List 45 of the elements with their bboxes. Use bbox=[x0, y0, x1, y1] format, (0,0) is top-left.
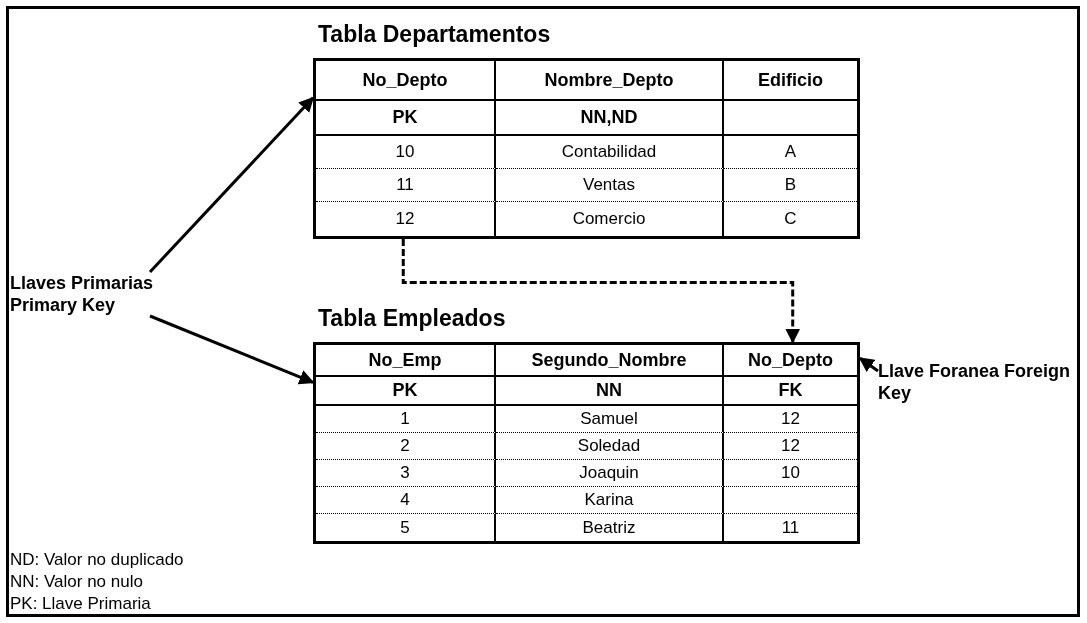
column-header: Edificio bbox=[724, 61, 857, 101]
column-header: Segundo_Nombre bbox=[496, 345, 724, 377]
column-header: No_Depto bbox=[316, 61, 496, 101]
column-header: Nombre_Depto bbox=[496, 61, 724, 101]
data-cell: 4 bbox=[316, 487, 496, 514]
constraint-cell: PK bbox=[316, 377, 496, 406]
constraint-cell: PK bbox=[316, 101, 496, 136]
data-cell: 12 bbox=[724, 433, 857, 460]
data-cell: 2 bbox=[316, 433, 496, 460]
data-cell: 10 bbox=[724, 460, 857, 487]
legend-note: ND: Valor no duplicado bbox=[10, 549, 184, 571]
data-cell: 1 bbox=[316, 406, 496, 433]
table-title: Tabla Empleados bbox=[318, 305, 506, 332]
data-cell: Contabilidad bbox=[496, 136, 724, 169]
data-cell: Joaquin bbox=[496, 460, 724, 487]
data-cell-text: C bbox=[783, 208, 798, 230]
data-cell-text: 11 bbox=[780, 516, 801, 539]
data-cell: Ventas bbox=[496, 169, 724, 202]
annotation-text: Llaves Primarias Primary Key bbox=[10, 272, 210, 316]
data-cell: 12 bbox=[316, 202, 496, 236]
column-header: No_Emp bbox=[316, 345, 496, 377]
data-cell: 5 bbox=[316, 514, 496, 541]
data-cell: 11 bbox=[316, 169, 496, 202]
data-cell: B bbox=[724, 169, 857, 202]
data-cell: Soledad bbox=[496, 433, 724, 460]
legend-note: PK: Llave Primaria bbox=[10, 593, 152, 615]
data-cell: Samuel bbox=[496, 406, 724, 433]
legend-note: NN: Valor no nulo bbox=[10, 571, 144, 593]
annotation-text: Llave Foranea Foreign Key bbox=[878, 360, 1073, 404]
data-cell: 3 bbox=[316, 460, 496, 487]
data-cell: A bbox=[724, 136, 857, 169]
data-cell: Karina bbox=[496, 487, 724, 514]
constraint-cell: FK bbox=[724, 377, 857, 406]
constraint-cell: NN bbox=[496, 377, 724, 406]
table-title: Tabla Departamentos bbox=[318, 21, 551, 48]
column-header: No_Depto bbox=[724, 345, 857, 377]
data-cell: Comercio bbox=[496, 202, 724, 236]
arrow bbox=[148, 96, 315, 274]
data-cell: 12 bbox=[724, 406, 857, 433]
data-cell: 10 bbox=[316, 136, 496, 169]
arrow bbox=[149, 314, 315, 385]
constraint-cell: NN,ND bbox=[496, 101, 724, 136]
arrow bbox=[858, 356, 879, 373]
data-cell: Beatriz bbox=[496, 514, 724, 541]
arrow bbox=[401, 239, 801, 344]
